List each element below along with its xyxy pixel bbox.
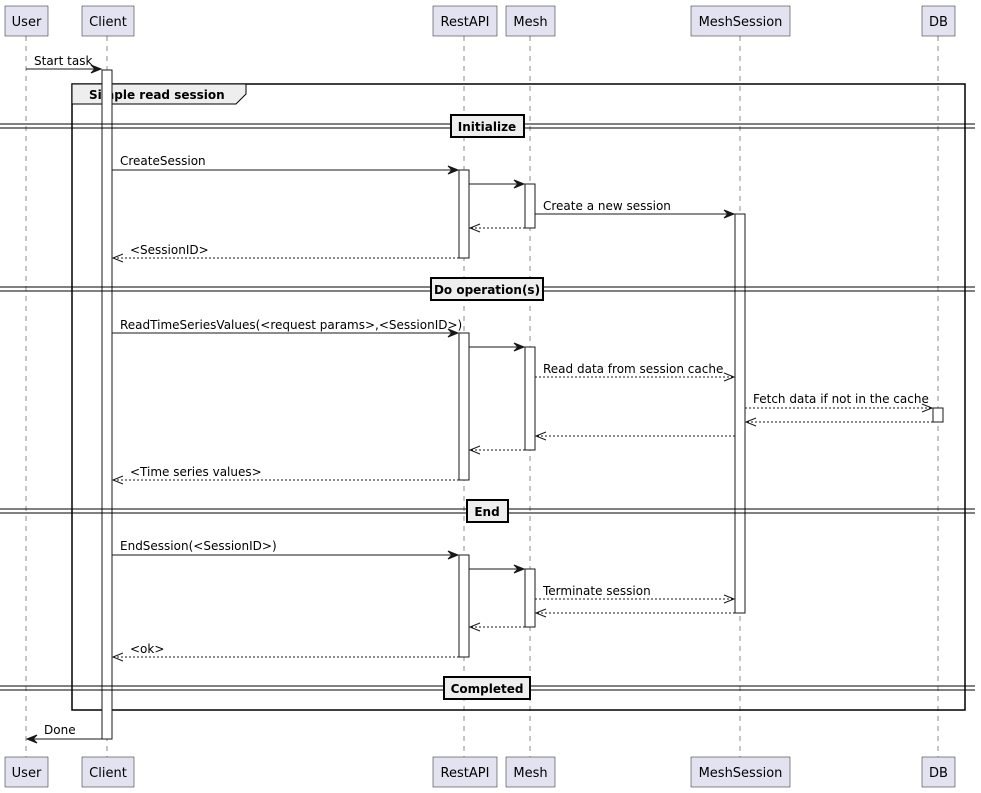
dividers: Initialize Do operation(s) End Completed	[0, 114, 975, 700]
activation-restapi-2	[458, 332, 470, 481]
participant-label: User	[12, 15, 42, 30]
divider-label: Do operation(s)	[434, 283, 540, 297]
divider-end: End	[0, 499, 975, 523]
participant-client[interactable]: Client	[81, 5, 135, 37]
message-label: <SessionID>	[130, 243, 209, 257]
participant-user[interactable]: User	[4, 5, 49, 37]
message-label: ReadTimeSeriesValues(<request params>,<S…	[120, 318, 462, 332]
activation-mesh-3	[524, 568, 536, 628]
message: Fetch data if not in the cache	[745, 392, 934, 413]
activation-meshsession	[734, 213, 746, 614]
message: <Time series values>	[111, 465, 459, 485]
message	[534, 608, 735, 618]
participant-meshsession[interactable]: MeshSession	[690, 756, 791, 788]
divider-label: Initialize	[458, 120, 516, 134]
message: Start task	[26, 54, 103, 74]
message	[468, 445, 525, 455]
divider-do-operations: Do operation(s)	[0, 277, 975, 301]
participant-restapi[interactable]: RestAPI	[432, 5, 498, 37]
message: EndSession(<SessionID>)	[112, 539, 460, 560]
divider-label: End	[474, 505, 499, 519]
message-label: <Time series values>	[130, 465, 262, 479]
message-label: Terminate session	[542, 584, 651, 598]
message	[469, 179, 526, 189]
message	[469, 342, 526, 352]
participant-user[interactable]: User	[4, 756, 49, 788]
divider-initialize: Initialize	[0, 114, 975, 138]
message: Done	[25, 723, 102, 744]
participant-db[interactable]: DB	[921, 5, 956, 37]
divider-completed: Completed	[0, 676, 975, 700]
message-label: <ok>	[130, 642, 164, 656]
activation-mesh-1	[524, 183, 536, 229]
message-label: Done	[44, 723, 76, 737]
participant-restapi[interactable]: RestAPI	[432, 756, 498, 788]
participant-label: DB	[929, 15, 948, 30]
participant-label: MeshSession	[699, 15, 783, 30]
participant-label: DB	[929, 766, 948, 781]
participant-client[interactable]: Client	[81, 756, 135, 788]
participant-label: RestAPI	[441, 15, 490, 30]
message	[469, 564, 526, 574]
message-label: EndSession(<SessionID>)	[120, 539, 277, 553]
activation-restapi-1	[458, 169, 470, 259]
activation-restapi-3	[458, 554, 470, 658]
participants-top: User Client RestAPI Mesh MeshSession DB	[4, 5, 956, 37]
participant-mesh[interactable]: Mesh	[505, 756, 556, 788]
message-label: Start task	[34, 54, 92, 68]
activations	[101, 69, 944, 740]
message: Read data from session cache	[535, 362, 736, 382]
group-title: Simple read session	[89, 88, 225, 102]
activation-db	[932, 407, 944, 423]
participant-label: Client	[89, 15, 127, 30]
message-label: CreateSession	[120, 154, 206, 168]
message: Create a new session	[535, 199, 736, 219]
participant-meshsession[interactable]: MeshSession	[690, 5, 791, 37]
message-label: Create a new session	[543, 199, 671, 213]
participant-label: Mesh	[513, 15, 547, 30]
participant-label: User	[12, 766, 42, 781]
participant-label: Client	[89, 766, 127, 781]
message	[468, 622, 525, 632]
participant-db[interactable]: DB	[921, 756, 956, 788]
message: <SessionID>	[111, 243, 459, 263]
participant-label: Mesh	[513, 766, 547, 781]
participants-bottom: User Client RestAPI Mesh MeshSession DB	[4, 756, 956, 788]
group-frame: Simple read session	[71, 83, 966, 711]
message: Terminate session	[535, 584, 736, 604]
messages: Start task CreateSession Create a new se…	[25, 54, 934, 744]
message-label: Read data from session cache	[543, 362, 723, 376]
message	[744, 417, 933, 427]
group-frame-tab	[71, 83, 247, 105]
activation-client	[101, 69, 113, 740]
message-label: Fetch data if not in the cache	[753, 392, 929, 406]
group-frame-border	[71, 83, 966, 711]
message	[468, 223, 525, 233]
message: <ok>	[111, 642, 459, 662]
participant-mesh[interactable]: Mesh	[505, 5, 556, 37]
message: CreateSession	[112, 154, 460, 175]
message	[534, 431, 735, 441]
divider-label: Completed	[451, 682, 524, 696]
message: ReadTimeSeriesValues(<request params>,<S…	[112, 318, 462, 338]
activation-mesh-2	[524, 346, 536, 451]
participant-label: RestAPI	[441, 766, 490, 781]
participant-label: MeshSession	[699, 766, 783, 781]
